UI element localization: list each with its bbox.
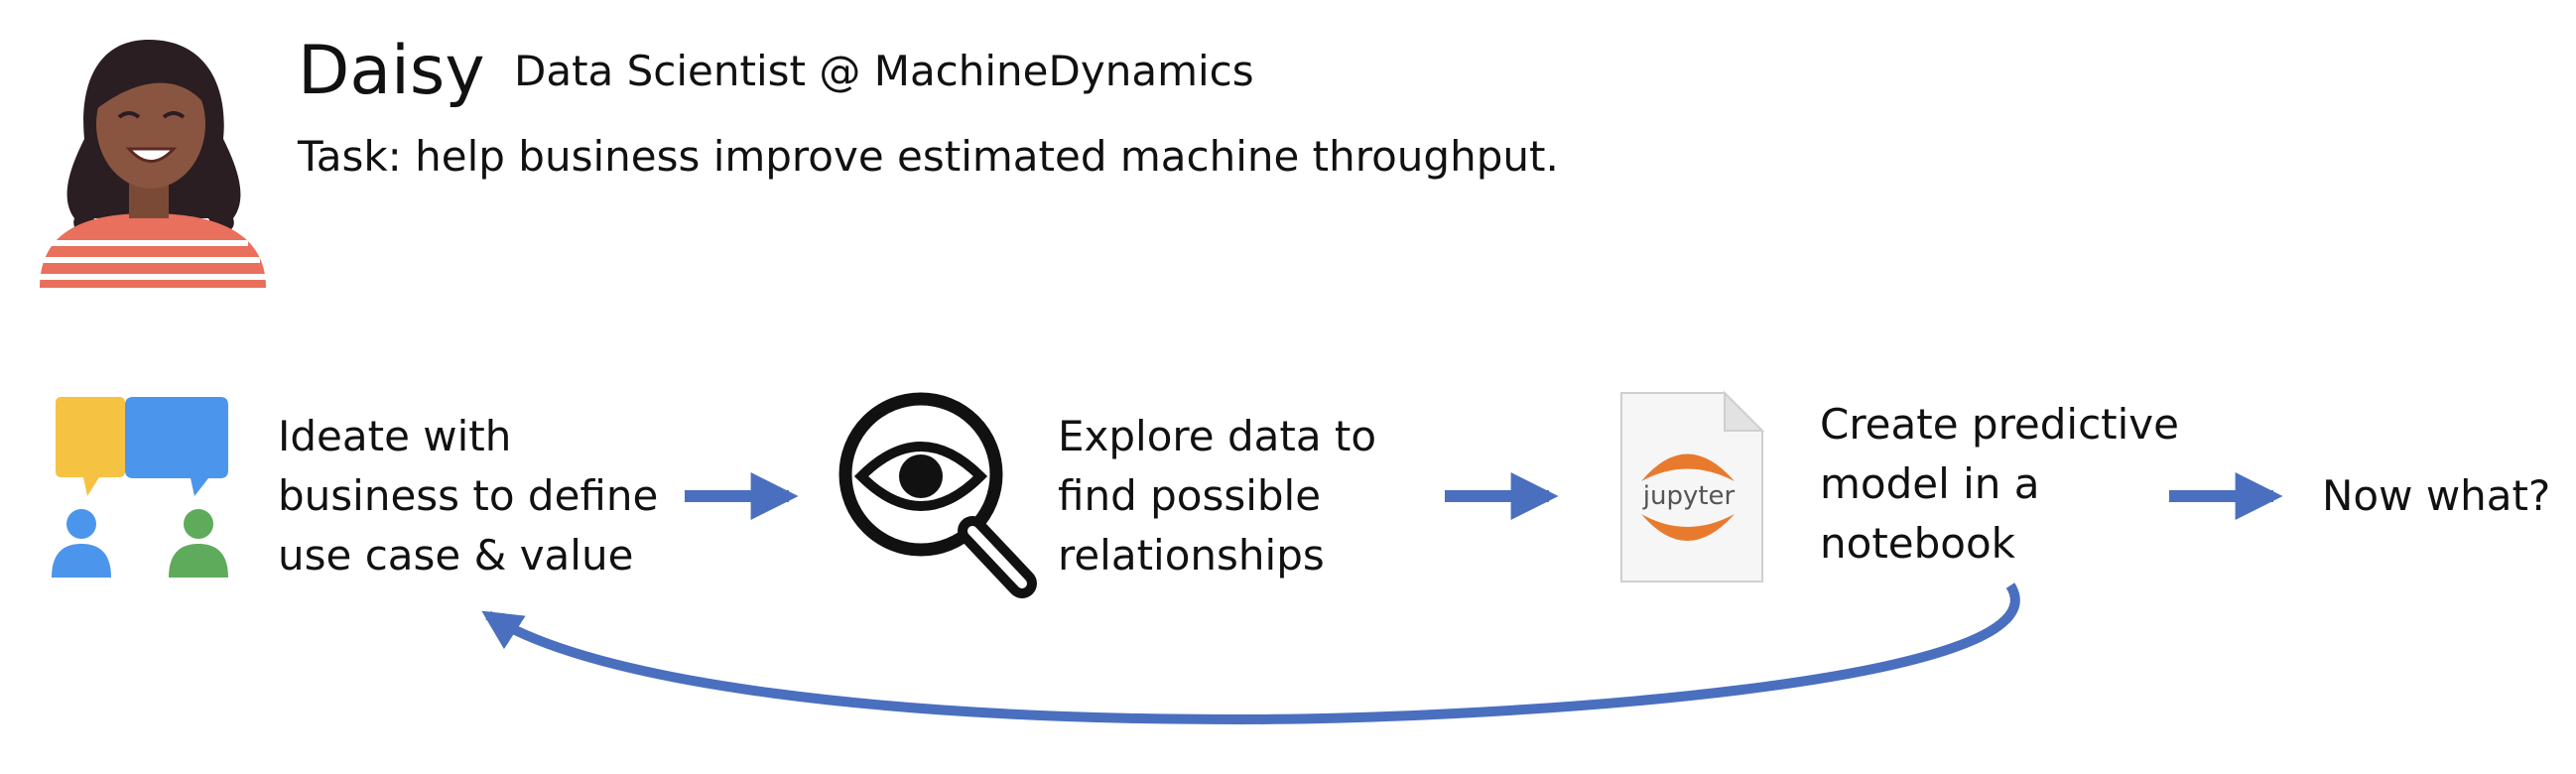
step-now-what-label: Now what? [2322,466,2550,526]
person-name: Daisy [298,32,485,110]
step-explore-line: relationships [1058,531,1325,580]
step-ideate-line: use case & value [278,531,634,580]
person-role: Data Scientist @ MachineDynamics [514,47,1254,95]
step-ideate-line: Ideate with [278,412,512,460]
step-explore-label: Explore data to find possible relationsh… [1058,407,1376,585]
step-model-line: notebook [1820,519,2015,568]
step-explore-line: find possible [1058,471,1322,520]
jupyter-wordmark: jupyter [1642,481,1736,511]
step-model-label: Create predictive model in a notebook [1820,395,2179,574]
step-ideate-label: Ideate with business to define use case … [278,407,658,585]
feedback-loop-arrow [481,582,2020,725]
ideate-chat-people-icon [52,397,228,578]
jupyter-notebook-icon [1620,390,1765,582]
step-ideate-line: business to define [278,471,659,520]
task-description: Task: help business improve estimated ma… [298,132,1559,181]
avatar [40,40,266,288]
flow-arrows [481,472,2283,725]
step-now-what-line: Now what? [2322,471,2551,520]
step-model-line: model in a [1820,459,2040,508]
magnifier-eye-icon [838,392,1037,598]
step-model-line: Create predictive [1820,400,2180,449]
step-explore-line: Explore data to [1058,412,1377,460]
